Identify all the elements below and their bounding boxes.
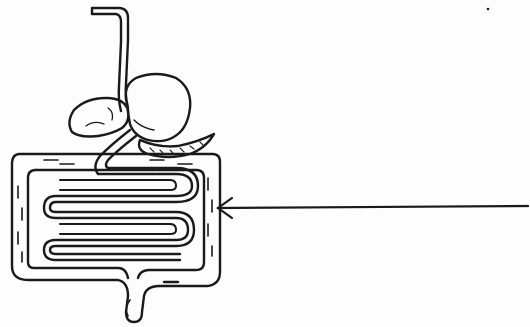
stomach [126, 74, 191, 141]
pointer-arrow [218, 198, 528, 218]
speck [487, 8, 490, 11]
small-intestine [44, 168, 198, 260]
esophagus [92, 8, 128, 111]
